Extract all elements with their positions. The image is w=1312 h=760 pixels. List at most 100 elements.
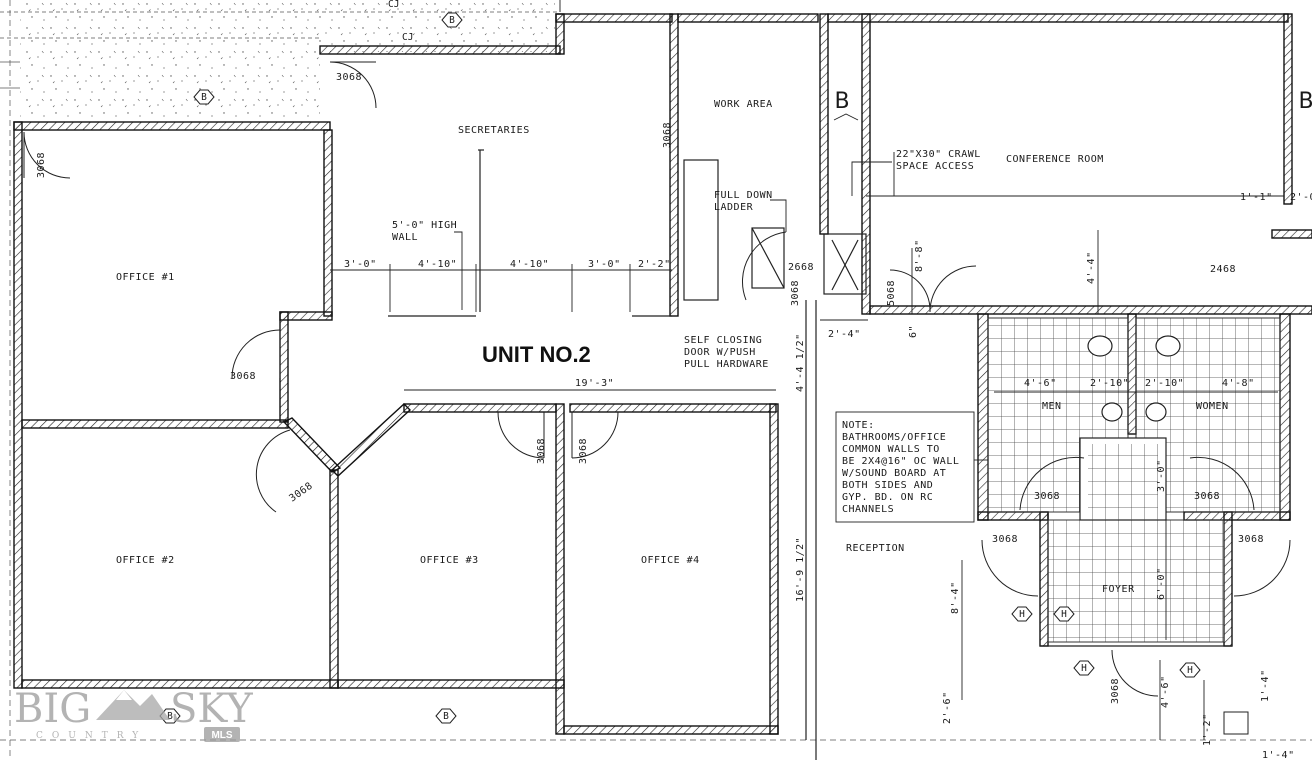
note-door-3: PULL HARDWARE <box>684 359 769 370</box>
room-label-reception: RECEPTION <box>846 543 905 554</box>
door-label: 3068 <box>336 72 362 83</box>
fixture-tag-h: H <box>1019 609 1025 620</box>
dim-label: 4'-8" <box>1222 378 1255 389</box>
dim-label: 1'-4" <box>1260 669 1271 702</box>
note-high-wall-2: WALL <box>392 232 418 243</box>
fixture-tag-b: B <box>449 15 455 26</box>
watermark-brand-right: SKY <box>170 686 253 732</box>
room-label-foyer: FOYER <box>1102 584 1135 595</box>
door-label: 3068 <box>578 438 589 464</box>
dim-label: 8'-8" <box>914 239 925 272</box>
callout-leaders <box>454 113 988 523</box>
dim-label: 3'-0" <box>1156 459 1167 492</box>
dim-label: 1'-2" <box>1202 713 1213 746</box>
note-line: CHANNELS <box>842 504 894 515</box>
room-label-office-3: OFFICE #3 <box>420 555 479 566</box>
note-high-wall-1: 5'-0" HIGH <box>392 220 457 231</box>
dim-label: 8'-4" <box>950 581 961 614</box>
door-label: 3068 <box>992 534 1018 545</box>
door-label: 3068 <box>790 280 801 306</box>
mountain-icon <box>96 690 170 720</box>
section-marker-b-right: B <box>1298 89 1312 114</box>
dim-label: 2'-10" <box>1145 378 1184 389</box>
room-label-office-1: OFFICE #1 <box>116 272 175 283</box>
dim-label: 4'-4" <box>1086 251 1097 284</box>
dim-label: 2'-6" <box>942 691 953 724</box>
dim-label: 4'-10" <box>510 259 549 270</box>
note-line: COMMON WALLS TO <box>842 444 940 455</box>
note-door-1: SELF CLOSING <box>684 335 762 346</box>
room-label-office-4: OFFICE #4 <box>641 555 700 566</box>
note-ladder-2: LADDER <box>714 202 754 213</box>
door-label: 3068 <box>1238 534 1264 545</box>
watermark-brand-left: BIG <box>14 686 91 732</box>
dim-label: 4'-4 1/2" <box>795 333 806 392</box>
dim-label: 19'-3" <box>575 378 614 389</box>
room-label-conference-room: CONFERENCE ROOM <box>1006 154 1104 165</box>
fixture-tag-h: H <box>1081 663 1087 674</box>
fixture-tag-b: B <box>443 711 449 722</box>
door-label: 5068 <box>886 280 897 306</box>
interior-lines <box>388 149 1232 760</box>
note-crawl-1: 22"X30" CRAWL <box>896 149 981 160</box>
dim-label: 3'-0" <box>344 259 377 270</box>
room-label-secretaries: SECRETARIES <box>458 125 530 136</box>
dim-label: 2'-2" <box>638 259 671 270</box>
dim-label: 6" <box>908 325 919 338</box>
room-labels: SECRETARIES WORK AREA CONFERENCE ROOM OF… <box>116 99 1229 595</box>
door-label: 3068 <box>1110 678 1121 704</box>
watermark-subtitle: COUNTRY <box>36 731 147 741</box>
dim-label: 6'-0" <box>1156 567 1167 600</box>
note-line: NOTE: <box>842 420 875 431</box>
note-line: BE 2X4@16" OC WALL <box>842 456 959 467</box>
big-sky-watermark: BIG SKY COUNTRY MLS <box>14 686 253 742</box>
door-label: 3068 <box>230 371 256 382</box>
note-line: W/SOUND BOARD AT <box>842 468 946 479</box>
room-label-office-2: OFFICE #2 <box>116 555 175 566</box>
door-label: 3068 <box>536 438 547 464</box>
dim-label: 4'-6" <box>1024 378 1057 389</box>
dim-label: 2'-4" <box>828 329 861 340</box>
note-crawl-2: SPACE ACCESS <box>896 161 974 172</box>
angled-walls <box>282 403 412 477</box>
dimension-lines <box>330 195 1284 740</box>
annotations: 5'-0" HIGH WALL FULL DOWN LADDER 22"X30"… <box>392 149 981 370</box>
dim-label: 16'-9 1/2" <box>795 537 806 602</box>
dim-label: 2'-10" <box>1090 378 1129 389</box>
dim-label: 2'-0" <box>1290 192 1312 203</box>
unit-title: UNIT NO.2 <box>482 342 591 367</box>
watermark-badge: MLS <box>211 730 232 741</box>
door-label: 3068 <box>287 480 315 504</box>
door-label: 2668 <box>788 262 814 273</box>
fixture-tag-h: H <box>1187 665 1193 676</box>
svg-text:B: B <box>1298 89 1312 114</box>
fixture-tag-cj: CJ <box>388 0 399 10</box>
room-label-women: WOMEN <box>1196 401 1229 412</box>
note-door-2: DOOR W/PUSH <box>684 347 756 358</box>
fixture-tag-cj: CJ <box>402 32 413 43</box>
door-label: 3068 <box>1194 491 1220 502</box>
svg-text:B: B <box>834 89 849 114</box>
tile-floors <box>987 317 1281 643</box>
dim-label: 1'-4" <box>1262 750 1295 760</box>
room-label-work-area: WORK AREA <box>714 99 773 110</box>
fixture-tag-b: B <box>201 92 207 103</box>
fixture-tag-h: H <box>1061 609 1067 620</box>
note-line: BATHROOMS/OFFICE <box>842 432 946 443</box>
note-line: BOTH SIDES AND <box>842 480 933 491</box>
section-marker-b-left: B <box>834 89 849 114</box>
dimension-labels: 3'-0" 4'-10" 4'-10" 3'-0" 2'-2" 19'-3" 2… <box>344 192 1312 760</box>
door-label: 3068 <box>36 152 47 178</box>
note-ladder-1: FULL DOWN <box>714 190 773 201</box>
door-label: 2468 <box>1210 264 1236 275</box>
fixture-tag-b: B <box>167 711 173 722</box>
note-line: GYP. BD. ON RC <box>842 492 933 503</box>
walls <box>13 13 1312 735</box>
door-swings <box>23 61 1291 697</box>
door-label: 3068 <box>662 122 673 148</box>
door-label: 3068 <box>1034 491 1060 502</box>
dim-label: 3'-0" <box>588 259 621 270</box>
